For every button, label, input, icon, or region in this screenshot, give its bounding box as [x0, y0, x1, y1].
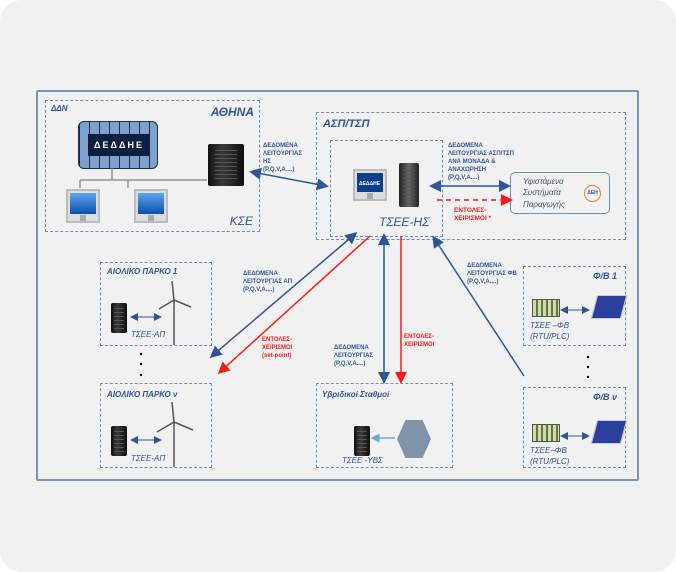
tsee-pv-label: ΤΣΕΕ –ΦΒ [530, 321, 570, 330]
pv-n-box: Φ/Β ν ΤΣΕΕ–ΦΒ (RTU/PLC) [523, 387, 628, 468]
tsee-yvs-label: ΤΣΕΕ -ΥΒΣ [342, 456, 383, 465]
gen-command-label: ΕΝΤΟΛΕΣ- ΧΕΙΡΙΣΜΟΙ * [454, 207, 492, 222]
rtu-plc-icon [532, 299, 560, 317]
wind-park-n-box: ΑΙΟΛΙΚΟ ΠΑΡΚΟ ν ΤΣΕΕ-ΑΠ [100, 383, 212, 468]
pv-n-title: Φ/Β ν [593, 392, 617, 402]
generation-systems-box: Υφιστάμενα Συστήματα Παραγωγής ΔΕΗ [510, 172, 610, 214]
pv-data-label: ΔΕΔΟΜΕΝΑ ΛΕΙΤΟΥΡΓΙΑΣ ΦΒ (P,Q,V,A....) [467, 263, 517, 285]
generation-line: Παραγωγής [523, 200, 565, 209]
server-icon [208, 144, 244, 186]
outer-frame [36, 90, 639, 481]
ellipsis-dots [139, 352, 590, 379]
workstation-icon [353, 169, 387, 201]
wind-park-1-title: ΑΙΟΛΙΚΟ ΠΑΡΚΟ 1 [107, 267, 178, 276]
pv-data-arrow [432, 235, 525, 377]
wind-park-1-box: ΑΙΟΛΙΚΟ ΠΑΡΚΟ 1 ΤΣΕΕ-ΑΠ [100, 262, 212, 346]
lan-lines [79, 168, 207, 188]
kse-link-arrow [249, 167, 329, 191]
generation-line: Υφιστάμενα [523, 177, 564, 186]
tsee-hs-label: ΤΣΕΕ-ΗΣ [379, 215, 430, 229]
wind-data-arrow [209, 232, 358, 358]
asp-title: ΑΣΠ/ΤΣΠ [323, 118, 370, 130]
athens-label: ΑΘΗΝΑ [210, 105, 254, 119]
server-icon [354, 426, 370, 456]
server-icon [111, 426, 127, 456]
workstation-icon [134, 189, 168, 223]
pv-1-box: Φ/Β 1 ΤΣΕΕ –ΦΒ (RTU/PLC) [523, 266, 628, 346]
deh-logo: ΔΕΗ [584, 185, 601, 202]
pv-1-title: Φ/Β 1 [593, 271, 617, 281]
tsee-ap-label: ΤΣΕΕ-ΑΠ [131, 330, 166, 339]
hybrid-box: Υβριδικοί Σταθμοί ΤΣΕΕ -ΥΒΣ [316, 383, 453, 468]
gen-data-label: ΔΕΔΟΜΕΝΑ ΛΕΙΤΟΥΡΓΙΑΣ ΑΣΠ/ΤΣΠ ΑΝΑ ΜΟΝΑΔΑ … [448, 143, 514, 181]
kse-box: ΔΔΝ ΑΘΗΝΑ ΔΕΔΔΗΕ ΚΣΕ [45, 100, 260, 232]
deddie-logo: ΔΕΔΔΗΕ [359, 181, 381, 187]
tsee-pv-label: ΤΣΕΕ–ΦΒ [530, 446, 567, 455]
wind-command-arrow [217, 235, 371, 375]
kse-label: ΚΣΕ [229, 214, 253, 228]
rtu-plc-label: (RTU/PLC) [530, 332, 570, 341]
generation-line: Συστήματα [523, 188, 561, 197]
ddn-label: ΔΔΝ [51, 104, 68, 113]
wind-park-n-title: ΑΙΟΛΙΚΟ ΠΑΡΚΟ ν [107, 390, 178, 399]
server-icon [111, 303, 127, 333]
workstation-icon [66, 189, 100, 223]
tsee-ap-label: ΤΣΕΕ-ΑΠ [131, 454, 166, 463]
wind-turbine-icon [156, 401, 194, 467]
deddie-logo: ΔΕΔΔΗΕ [88, 134, 150, 156]
hybrid-command-label: ΕΝΤΟΛΕΣ- ΧΕΙΡΙΣΜΟΙ [404, 334, 435, 348]
wind-turbine-icon [158, 280, 192, 345]
server-icon [399, 163, 419, 207]
rtu-plc-label: (RTU/PLC) [530, 457, 570, 466]
rtu-plc-icon [532, 424, 560, 442]
hybrid-title: Υβριδικοί Σταθμοί [322, 390, 390, 399]
